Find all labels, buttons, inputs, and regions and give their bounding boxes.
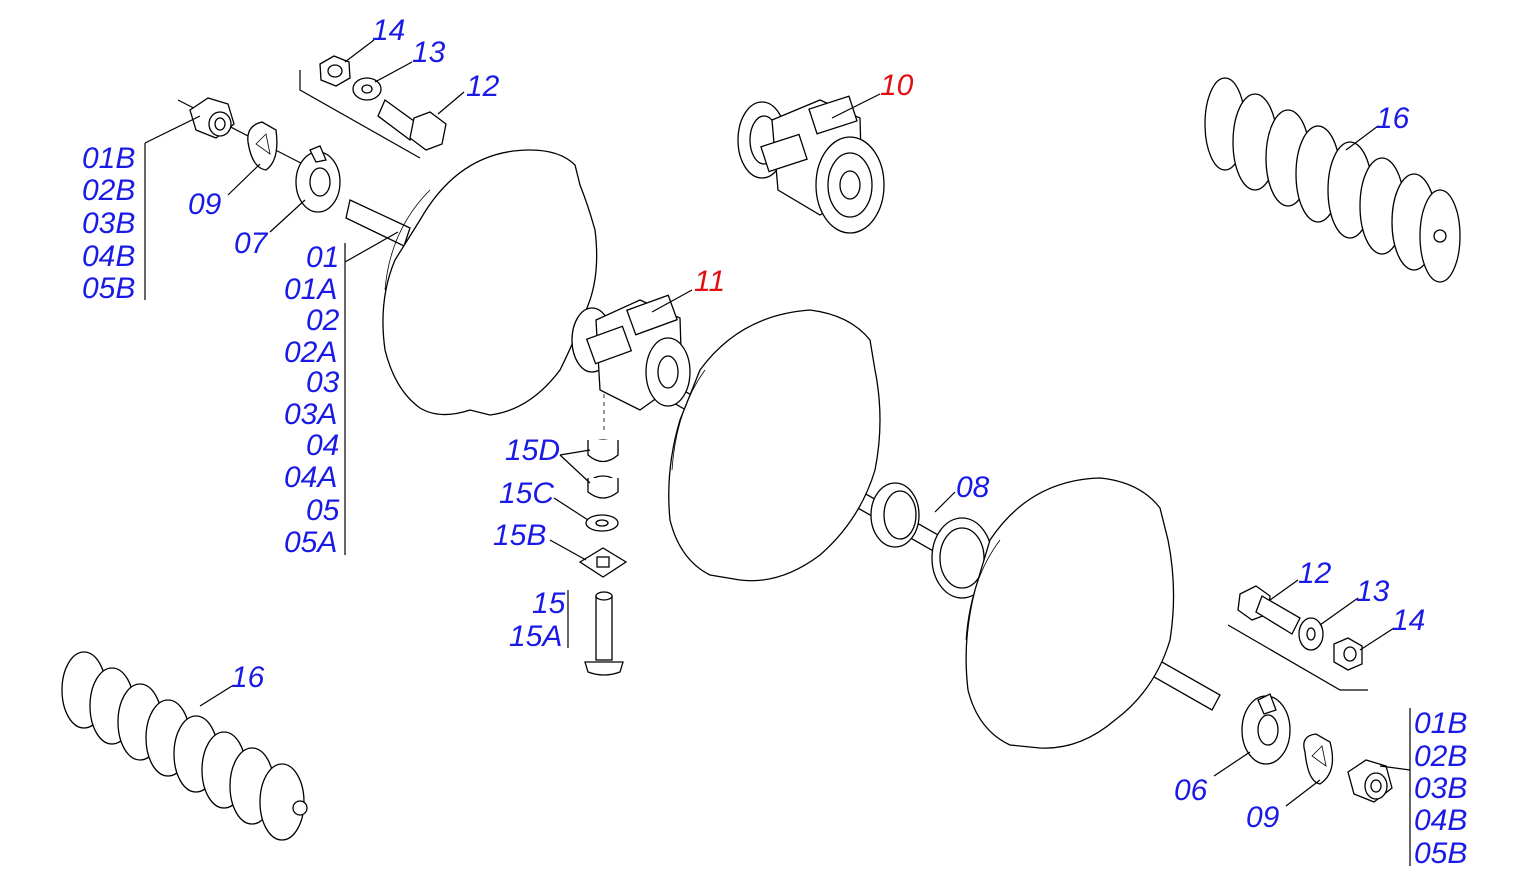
label-03: 03 <box>306 366 340 399</box>
label-07: 07 <box>234 227 269 260</box>
label-03A: 03A <box>284 398 337 431</box>
big-nut-part-2 <box>1347 759 1393 803</box>
nut-part-2 <box>1333 637 1363 671</box>
label-04: 04 <box>306 429 339 462</box>
label-13-top: 13 <box>412 36 446 69</box>
nut-part <box>319 55 351 87</box>
disc-blade-1 <box>382 149 598 416</box>
gearbox-part <box>571 294 691 430</box>
label-01: 01 <box>306 241 339 274</box>
label-16-bottom: 16 <box>231 661 265 694</box>
label-05: 05 <box>306 494 340 527</box>
plate-part-2 <box>1303 733 1334 785</box>
bolt-part <box>377 98 447 151</box>
washer-part-2 <box>1298 617 1324 651</box>
labels: 14 13 12 10 16 01B 02B 03B 04B 05B 09 07… <box>82 14 1467 870</box>
label-04A: 04A <box>284 461 337 494</box>
label-16-top: 16 <box>1376 102 1410 135</box>
nut-15D-upper <box>587 439 619 463</box>
spacer-spool-part <box>870 482 993 599</box>
label-06: 06 <box>1174 774 1208 807</box>
label-12-top: 12 <box>466 70 500 103</box>
label-13-bottom: 13 <box>1356 575 1390 608</box>
label-04B-right: 04B <box>1414 804 1467 837</box>
flange-part <box>295 145 341 213</box>
label-14-top: 14 <box>372 14 405 47</box>
label-05A: 05A <box>284 526 337 559</box>
leader-lines <box>144 39 1411 866</box>
label-10: 10 <box>880 69 914 102</box>
bearing-part <box>1241 693 1291 765</box>
label-01B-right: 01B <box>1414 707 1467 740</box>
label-15C: 15C <box>499 477 554 510</box>
disc-blade-3 <box>965 477 1175 749</box>
bottom-right-hardware <box>1227 585 1393 803</box>
bolt-stack-15 <box>578 439 628 676</box>
bolt-part-2 <box>1237 585 1301 635</box>
label-09-right: 09 <box>1246 801 1280 834</box>
label-02B-right: 02B <box>1414 740 1467 773</box>
label-09-left: 09 <box>188 188 222 221</box>
label-02A: 02A <box>284 336 337 369</box>
label-01A: 01A <box>284 273 337 306</box>
disc-blade-2 <box>668 309 881 582</box>
carriage-bolt-15 <box>584 591 624 676</box>
label-05B-left: 05B <box>82 272 135 305</box>
label-05B-right: 05B <box>1414 837 1467 870</box>
big-nut-part <box>189 97 235 139</box>
label-02B-left: 02B <box>82 174 135 207</box>
disc-gang-16-top <box>1204 77 1461 283</box>
label-12-bottom: 12 <box>1298 557 1332 590</box>
label-03B-left: 03B <box>82 207 135 240</box>
washer-part <box>352 77 382 101</box>
plate-part <box>247 121 278 171</box>
label-15D: 15D <box>505 434 560 467</box>
square-washer-15B <box>578 547 628 578</box>
label-04B-left: 04B <box>82 240 135 273</box>
assembly-10 <box>737 95 885 234</box>
label-14-bottom: 14 <box>1392 604 1425 637</box>
label-15A: 15A <box>509 620 562 653</box>
label-03B-right: 03B <box>1414 772 1467 805</box>
label-08: 08 <box>956 471 990 504</box>
top-left-hardware <box>177 55 447 247</box>
washer-15C <box>585 514 619 532</box>
label-02: 02 <box>306 304 340 337</box>
nut-15D-lower <box>587 475 619 499</box>
label-11: 11 <box>694 265 725 298</box>
label-15B: 15B <box>493 519 546 552</box>
disc-gang-16-bottom <box>61 651 308 841</box>
label-01B-left: 01B <box>82 142 135 175</box>
label-15: 15 <box>532 587 566 620</box>
